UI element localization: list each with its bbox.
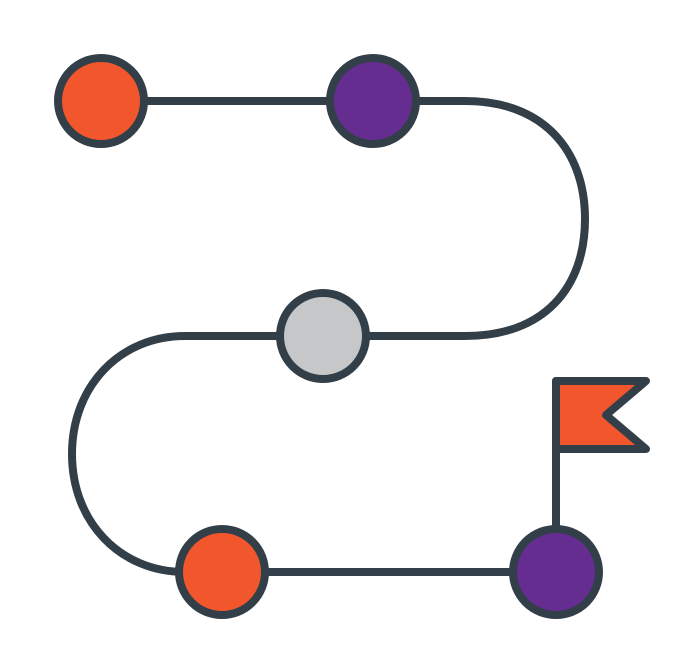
flag-icon (552, 377, 650, 453)
milestone-2 (326, 54, 420, 148)
milestone-5 (509, 525, 603, 619)
milestone-3 (276, 289, 370, 383)
milestone-4 (175, 525, 269, 619)
milestone-1 (54, 54, 148, 148)
